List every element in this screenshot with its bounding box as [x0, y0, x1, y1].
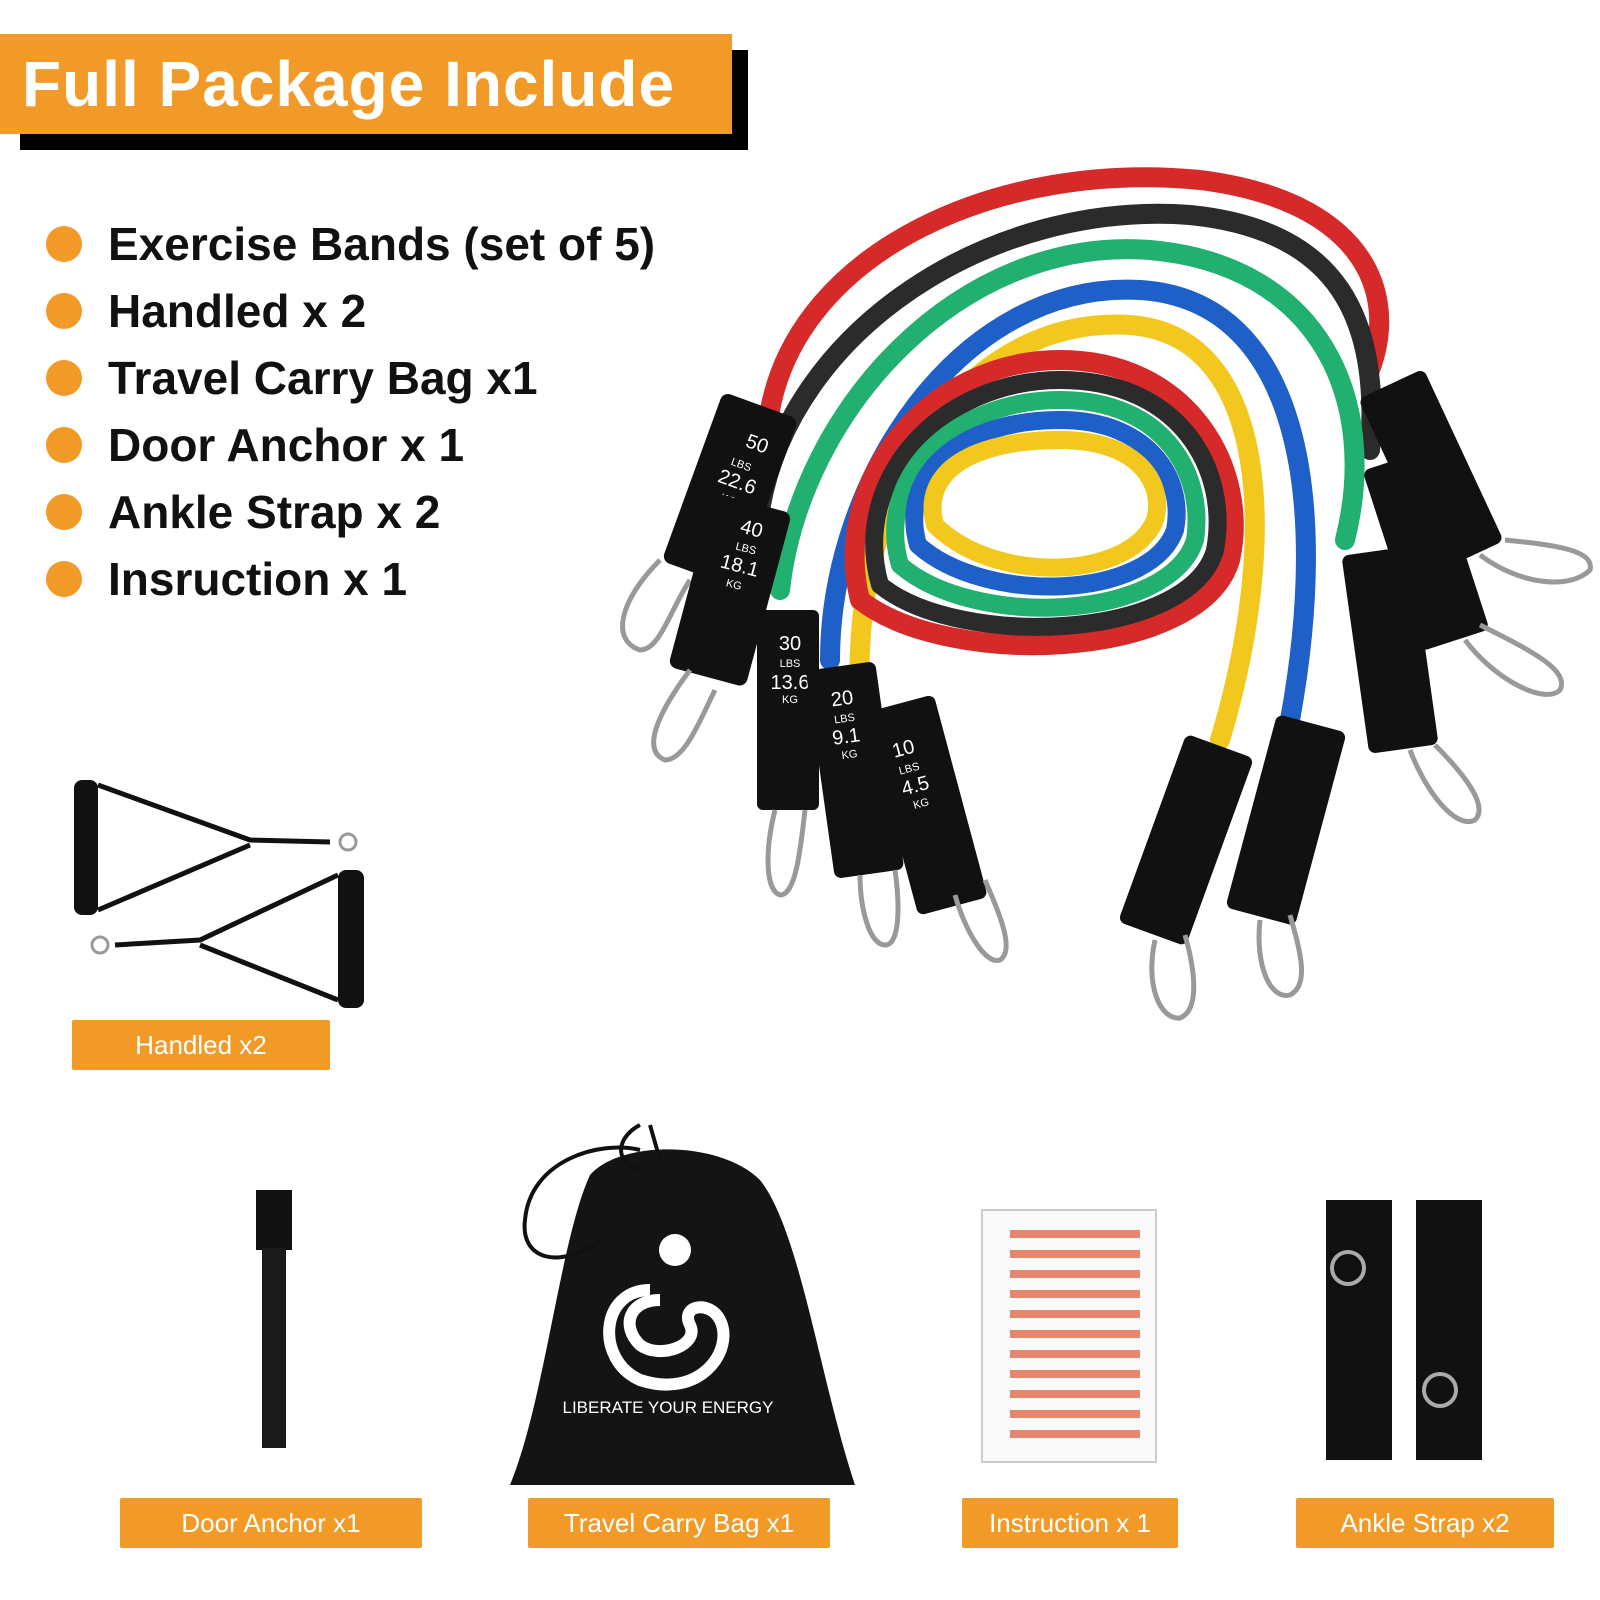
band-30-kg: 13.6 [771, 672, 810, 694]
band-green [770, 239, 1365, 600]
handled-label: Handled x2 [72, 1020, 330, 1070]
band-handle-30: 30 LBS 13.6 KG [757, 610, 819, 898]
band-red [760, 167, 1390, 420]
band-blue-loop [905, 410, 1186, 596]
band-30-kg-unit: KG [782, 694, 798, 706]
band-40-kg-unit: KG [725, 577, 743, 593]
travel-bag-label: Travel Carry Bag x1 [528, 1498, 830, 1548]
list-item: Door Anchor x 1 [46, 411, 655, 478]
band-black-loop [865, 370, 1227, 636]
bag-print-text: LIBERATE YOUR ENERGY [563, 1398, 774, 1417]
band-black [750, 203, 1382, 520]
list-item-text: Travel Carry Bag x1 [108, 351, 538, 404]
list-item: Insruction x 1 [46, 545, 655, 612]
instruction-sheet-illustration [981, 1209, 1157, 1463]
carabiner-icon [620, 558, 693, 653]
list-item: Ankle Strap x 2 [46, 478, 655, 545]
ankle-straps-illustration [1326, 1200, 1482, 1460]
page-title: Full Package Include [22, 48, 676, 120]
bullet-icon [46, 292, 82, 329]
list-item-text: Exercise Bands (set of 5) [108, 217, 656, 270]
list-item-text: Ankle Strap x 2 [108, 485, 441, 538]
door-anchor-label: Door Anchor x1 [120, 1498, 422, 1548]
exercise-bands [750, 167, 1390, 750]
band-40-lbs-unit: LBS [734, 541, 757, 558]
list-item: Handled x 2 [46, 277, 655, 344]
logo-icon [659, 1234, 691, 1266]
band-red-loop [844, 349, 1244, 656]
band-yellow-loop [923, 430, 1167, 577]
bullet-icon [46, 225, 82, 262]
carabiner-icon [651, 668, 718, 763]
ankle-strap-label: Ankle Strap x2 [1296, 1498, 1554, 1548]
band-30-lbs-unit: LBS [780, 658, 801, 670]
band-20-lbs-unit: LBS [833, 712, 855, 727]
band-handle-50: 50 LBS 22.6 KG [620, 394, 797, 653]
list-item: Exercise Bands (set of 5) [46, 210, 655, 277]
handles-illustration [74, 780, 364, 1008]
band-10-kg-unit: KG [912, 796, 930, 812]
title-banner: Full Package Include [0, 34, 750, 154]
list-item: Travel Carry Bag x1 [46, 344, 655, 411]
band-green-loop [886, 390, 1206, 617]
door-anchor-illustration [256, 1190, 292, 1448]
band-handles-right [1119, 370, 1593, 1021]
band-handle-40: 40 LBS 18.1 KG [651, 494, 791, 763]
bullet-icon [46, 560, 82, 597]
list-item-text: Handled x 2 [108, 284, 367, 337]
bullet-icon [46, 359, 82, 396]
band-10-lbs-unit: LBS [898, 761, 921, 778]
carabiner-icon [857, 869, 901, 948]
bullet-icon [46, 426, 82, 463]
bullet-icon [46, 493, 82, 530]
title-box: Full Package Include [0, 34, 732, 134]
travel-bag-illustration: LIBERATE YOUR ENERGY [510, 1123, 855, 1485]
band-handle-10: 10 LBS 4.5 KG [865, 695, 1009, 963]
band-20-lbs: 20 [830, 687, 855, 712]
carabiner-icon [952, 879, 1009, 963]
band-20-kg-unit: KG [841, 748, 858, 762]
instruction-label: Instruction x 1 [962, 1498, 1178, 1548]
band-20-kg: 9.1 [831, 724, 862, 750]
carabiner-icon [765, 809, 808, 898]
list-item-text: Door Anchor x 1 [108, 418, 465, 471]
list-item-text: Insruction x 1 [108, 552, 408, 605]
band-30-lbs: 30 [779, 633, 801, 655]
package-list: Exercise Bands (set of 5) Handled x 2 Tr… [46, 210, 655, 612]
